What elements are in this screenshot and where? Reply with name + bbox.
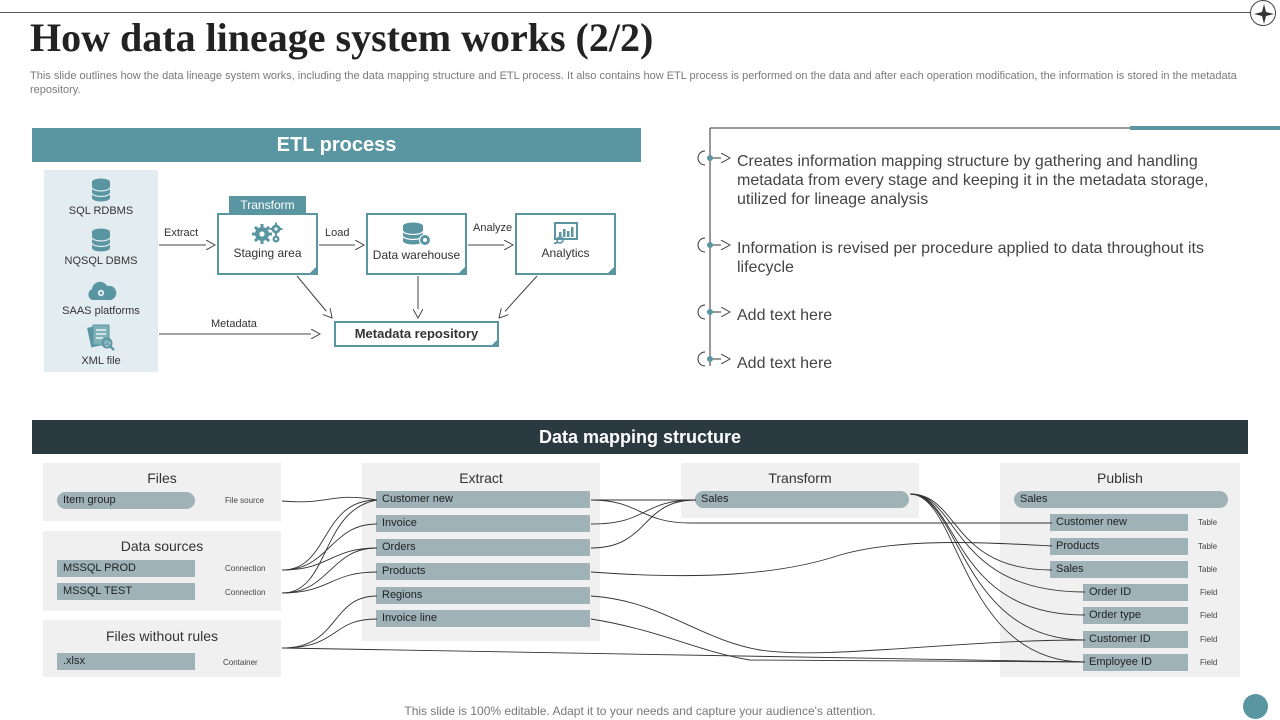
pill-xlsx: .xlsx (57, 653, 195, 670)
source-label: NQSQL DBMS (64, 255, 138, 267)
pill-mssql-test: MSSQL TEST (57, 583, 195, 600)
etl-arrows (159, 245, 538, 334)
box-corner (457, 265, 467, 275)
load-edge-label: Load (325, 227, 350, 239)
tag-table: Table (1198, 542, 1218, 551)
timeline-marker (697, 304, 730, 320)
tag-table: Table (1198, 565, 1218, 574)
box-corner (490, 338, 499, 347)
pill-products: Products (1050, 538, 1188, 555)
mapping-connectors (281, 493, 1086, 663)
source-saas-platforms: SAAS platforms (44, 280, 158, 317)
files-card: Files Item group File source (43, 463, 281, 521)
box-corner (308, 265, 318, 275)
database-gear-icon (401, 222, 431, 246)
data-mapping-header: Data mapping structure (32, 420, 1248, 454)
staging-area-box: Staging area (217, 213, 318, 275)
document-search-icon (87, 324, 115, 351)
card-title: Publish (1097, 470, 1143, 486)
pill-sales: Sales (695, 491, 909, 508)
source-nosql-dbms: NQSQL DBMS (44, 228, 158, 267)
card-title: Data sources (120, 538, 204, 554)
top-rule (0, 12, 1262, 13)
point-4: Add text here (737, 355, 833, 372)
pill-order-type: Order type (1083, 607, 1188, 624)
tag-connection: Connection (225, 588, 266, 597)
tag-field: Field (1200, 635, 1218, 644)
pill-orders: Orders (376, 539, 590, 556)
pill-invoice: Invoice (376, 515, 590, 532)
pill-order-id: Order ID (1083, 584, 1188, 601)
point-1: Creates information mapping structure by… (737, 153, 1209, 208)
staging-to-repo-arrow (296, 275, 332, 318)
publish-card: Publish Sales Customer new Table Product… (1000, 463, 1240, 677)
tag-field: Field (1200, 588, 1218, 597)
pill-employee-id: Employee ID (1083, 654, 1188, 671)
extract-edge-label: Extract (164, 227, 199, 239)
page-title: How data lineage system works (2/2) (30, 15, 654, 60)
analyze-edge-label: Analyze (473, 222, 513, 234)
repository-label: Metadata repository (354, 326, 479, 341)
database-icon (91, 228, 111, 252)
pill-customer-new: Customer new (376, 491, 590, 508)
pill-products: Products (376, 563, 590, 580)
source-xml-file: XML file (44, 322, 158, 367)
files-without-rules-card: Files without rules .xlsx Container (43, 620, 281, 677)
pill-mssql-prod: MSSQL PROD (57, 560, 195, 577)
stage-label: Staging area (233, 246, 302, 260)
tag-table: Table (1198, 518, 1218, 527)
points-timeline (697, 127, 1130, 367)
tag-container: Container (223, 658, 258, 667)
cloud-gear-icon (88, 281, 117, 300)
card-title: Files without rules (105, 628, 219, 644)
etl-sources-panel: SQL RDBMS NQSQL DBMS SAAS platforms XML … (44, 170, 158, 372)
pill-customer-id: Customer ID (1083, 631, 1188, 648)
card-title: Files (147, 470, 177, 486)
box-corner (606, 265, 616, 275)
pill-sales-root: Sales (1014, 491, 1228, 508)
source-label: SAAS platforms (62, 305, 140, 317)
data-warehouse-box: Data warehouse (366, 213, 467, 275)
pill-regions: Regions (376, 587, 590, 604)
transform-tab: Transform (229, 196, 306, 214)
tag-file-source: File source (225, 496, 265, 505)
etl-process-header: ETL process (32, 128, 641, 162)
source-label: XML file (81, 355, 121, 367)
metadata-edge-label: Metadata (211, 318, 257, 330)
tag-connection: Connection (225, 564, 266, 573)
timeline-marker (697, 237, 730, 253)
stage-label: Data warehouse (372, 248, 461, 262)
accent-line (1130, 126, 1280, 130)
metadata-repository-box: Metadata repository (334, 321, 499, 347)
pill-sales: Sales (1050, 561, 1188, 578)
footer-note: This slide is 100% editable. Adapt it to… (404, 704, 876, 718)
timeline-marker (697, 351, 730, 367)
tag-field: Field (1200, 658, 1218, 667)
transform-card: Transform Sales (681, 463, 919, 518)
database-icon (91, 178, 111, 202)
analytics-chart-icon (553, 222, 578, 244)
pill-customer-new: Customer new (1050, 514, 1188, 531)
timeline-marker (697, 150, 730, 166)
point-3: Add text here (737, 307, 833, 324)
card-title: Transform (768, 470, 832, 486)
gears-icon (251, 222, 282, 244)
analytics-box: Analytics (515, 213, 616, 275)
corner-dot (1243, 694, 1268, 719)
source-sql-rdbms: SQL RDBMS (44, 178, 158, 217)
extract-card: Extract Customer new Invoice Orders Prod… (362, 463, 600, 641)
pill-item-group: Item group (57, 492, 195, 509)
card-title: Extract (459, 470, 503, 486)
stage-label: Analytics (541, 246, 590, 260)
compass-icon (1250, 0, 1276, 26)
data-sources-card: Data sources MSSQL PROD Connection MSSQL… (43, 531, 281, 611)
tag-field: Field (1200, 611, 1218, 620)
source-label: SQL RDBMS (68, 205, 134, 217)
point-2: Information is revised per procedure app… (737, 240, 1204, 276)
pill-invoice-line: Invoice line (376, 610, 590, 627)
analytics-to-repo-arrow (499, 275, 538, 318)
page-subtitle: This slide outlines how the data lineage… (30, 70, 1237, 96)
